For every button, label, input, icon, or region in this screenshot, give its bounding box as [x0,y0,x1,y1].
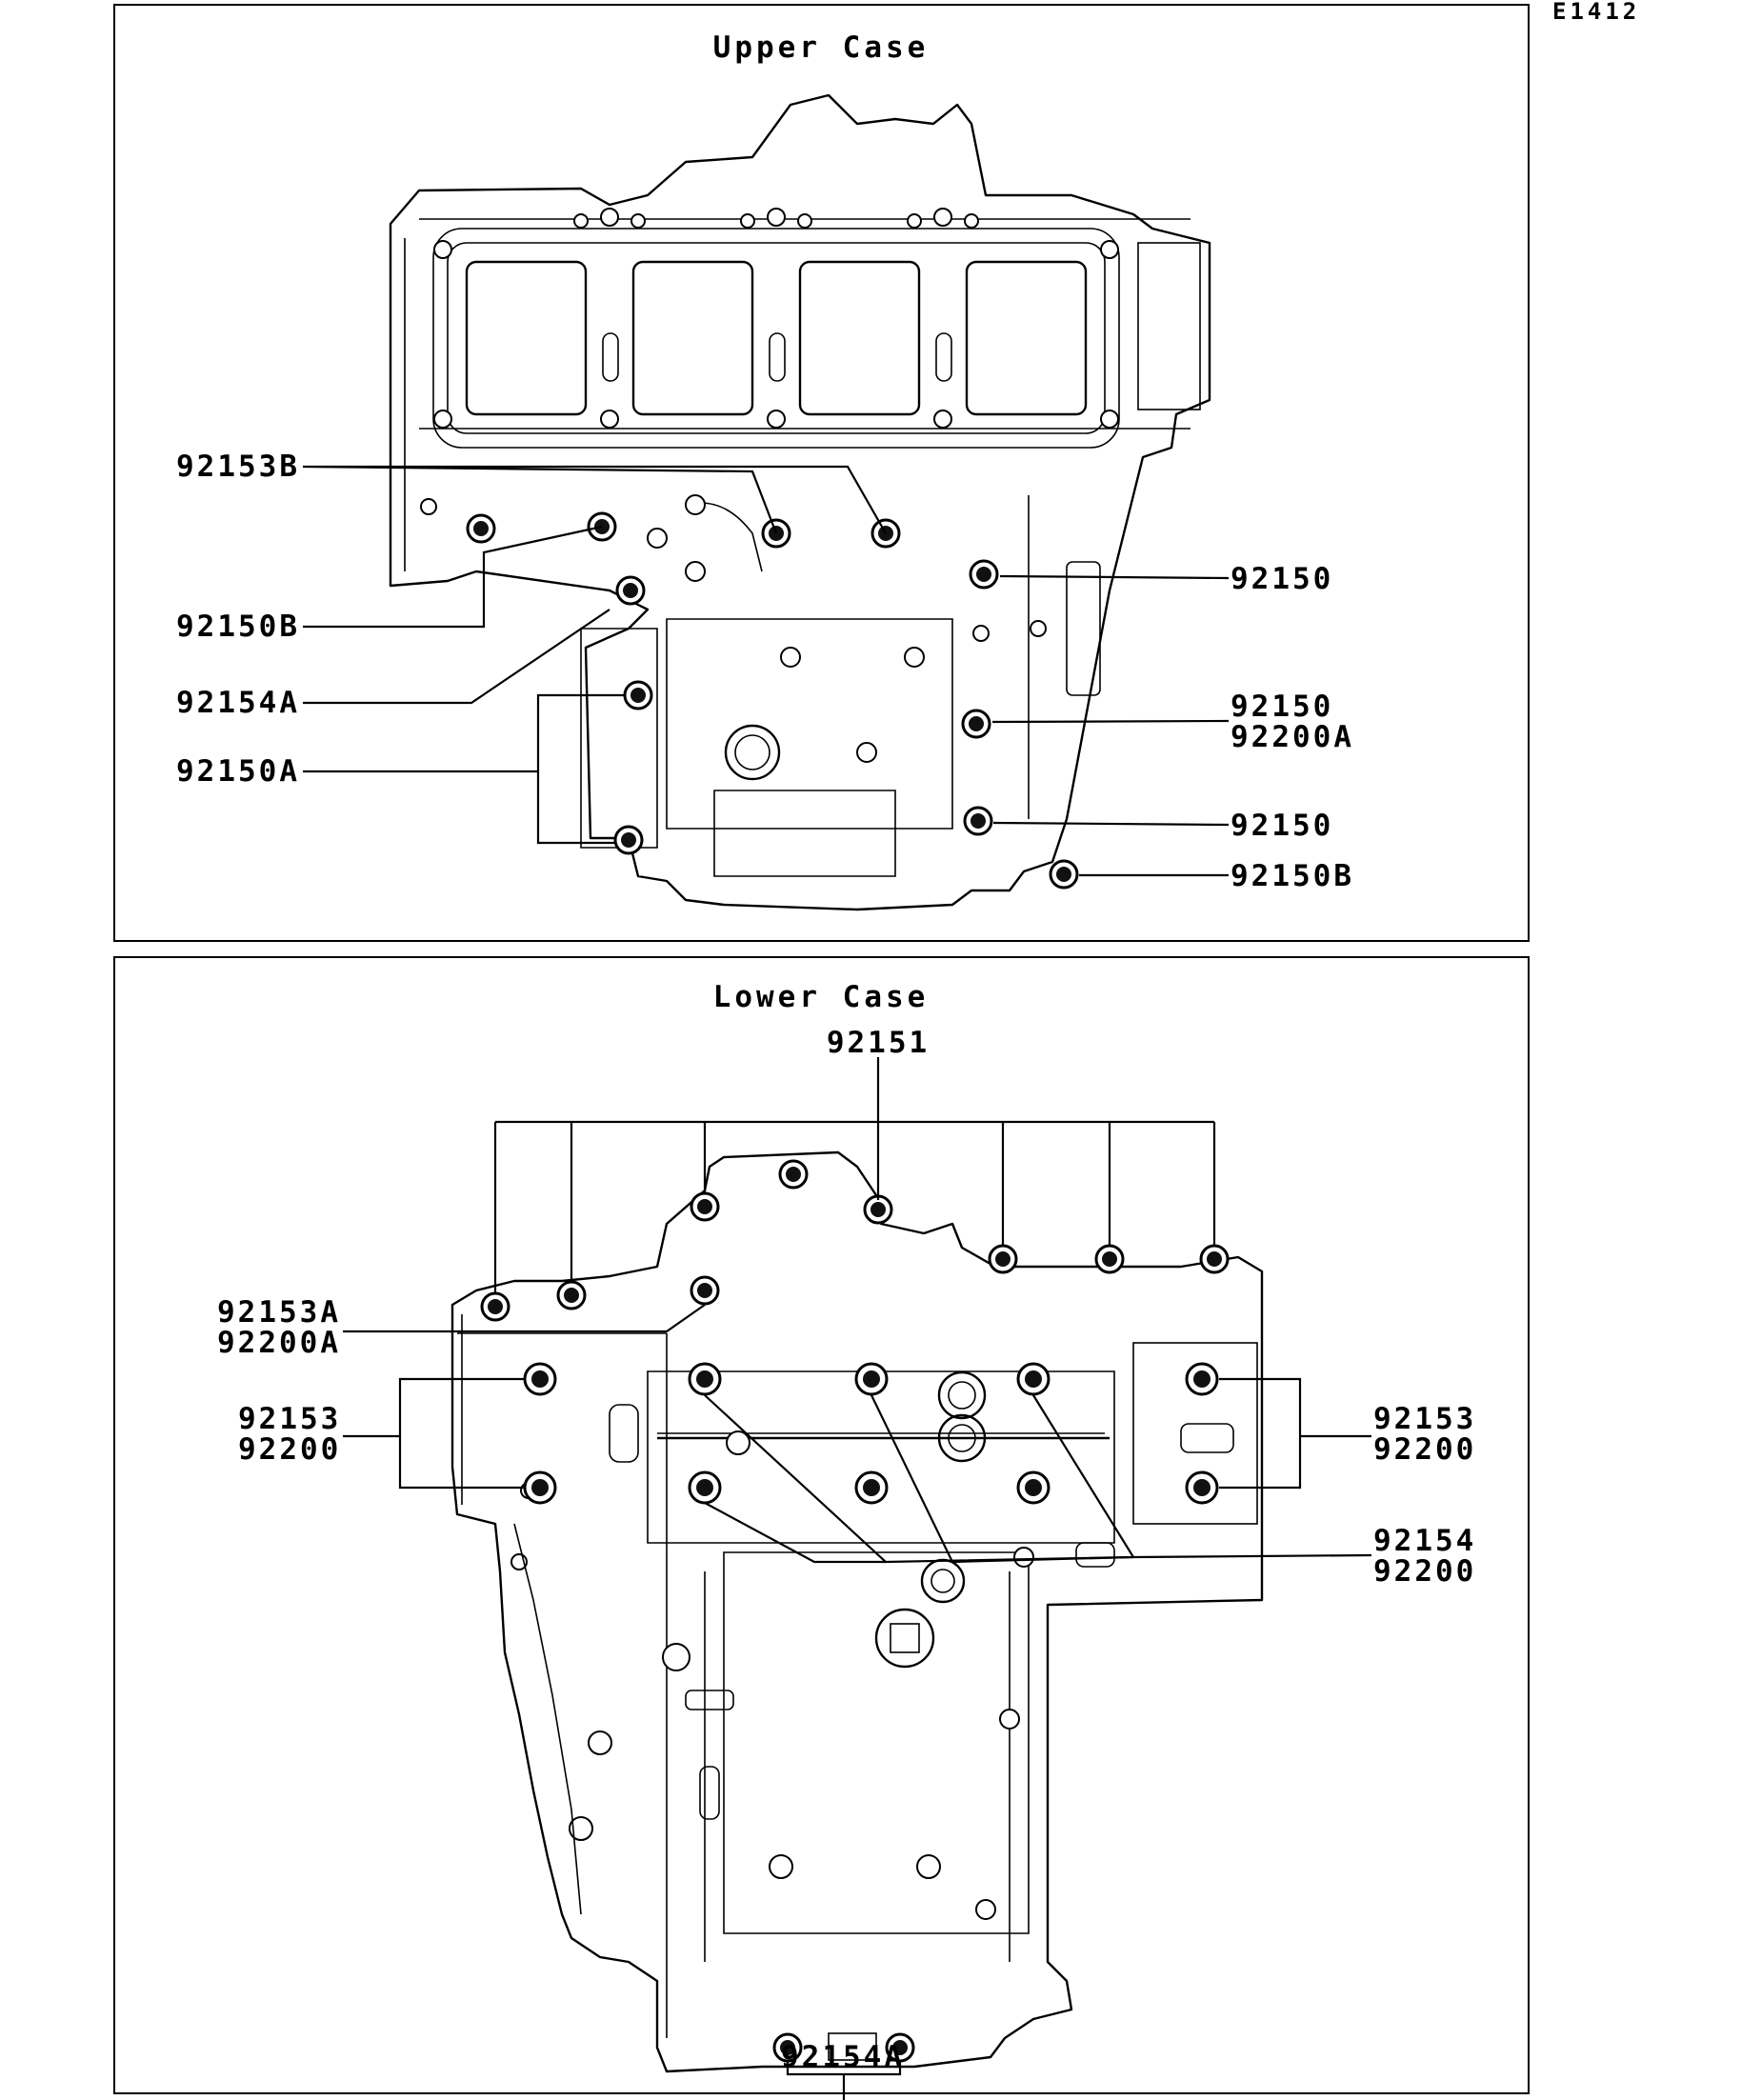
upper-stud-holes [433,208,1119,429]
bolt [988,1244,1018,1274]
upper-case-panel: Upper Case [113,4,1530,942]
bolt [885,2032,915,2063]
label-92150-mid: 92150 [1231,690,1333,724]
bolt [1094,1244,1125,1274]
bolt [523,1470,557,1505]
bolt [1049,859,1079,890]
bolt [961,709,991,739]
lower-leaders [343,1057,1372,2100]
bolt [688,1470,722,1505]
bolt [615,575,646,606]
label-92153B: 92153B [176,450,300,484]
label-92150B-right: 92150B [1231,859,1354,893]
bolt [1016,1470,1051,1505]
label-92154A-lower: 92154A [781,2040,905,2074]
lower-case-title: Lower Case [713,980,930,1014]
label-92153-right: 92153 [1373,1402,1476,1436]
bolt [623,680,653,710]
bolt [778,1159,809,1190]
bolt [772,2032,803,2063]
lower-bolts [480,1159,1230,2063]
bolt [466,513,496,544]
bolt [863,1194,893,1225]
label-92150-top: 92150 [1231,562,1333,596]
upper-bolts [466,511,1079,890]
bolt [854,1362,889,1396]
label-92151: 92151 [827,1026,930,1060]
bolt [1199,1244,1230,1274]
label-92154: 92154 [1373,1524,1476,1558]
bolt [480,1291,510,1322]
bolt [523,1362,557,1396]
bolt [854,1470,889,1505]
label-92200-left: 92200 [238,1432,341,1467]
label-92150B-left: 92150B [176,610,300,644]
label-92200-bottom: 92200 [1373,1554,1476,1589]
upper-case-title: Upper Case [713,30,930,65]
bolt [690,1275,720,1306]
bolt [688,1362,722,1396]
label-92154A-upper: 92154A [176,686,300,720]
bolt [690,1191,720,1222]
label-92150-low: 92150 [1231,809,1333,843]
label-92200A-upper: 92200A [1231,720,1354,754]
upper-case-drawing [389,93,1211,911]
lower-case-drawing [450,1150,1264,2073]
bolt [556,1280,587,1310]
diagram-code: E1412 [1552,0,1640,25]
bolt [969,559,999,590]
lower-panel-frame [113,956,1530,2094]
label-92200A-lower: 92200A [217,1326,341,1360]
upper-leaders [302,465,1230,877]
label-92153-left: 92153 [238,1402,341,1436]
label-92200-right: 92200 [1373,1432,1476,1467]
bolt [963,806,993,836]
bolt [1185,1470,1219,1505]
label-92153A: 92153A [217,1295,341,1330]
bolt [1016,1362,1051,1396]
bolt [1185,1362,1219,1396]
upper-panel-frame [113,4,1530,942]
label-92150A: 92150A [176,754,300,789]
bolt [613,825,644,855]
lower-case-panel: Lower Case [113,956,1530,2100]
